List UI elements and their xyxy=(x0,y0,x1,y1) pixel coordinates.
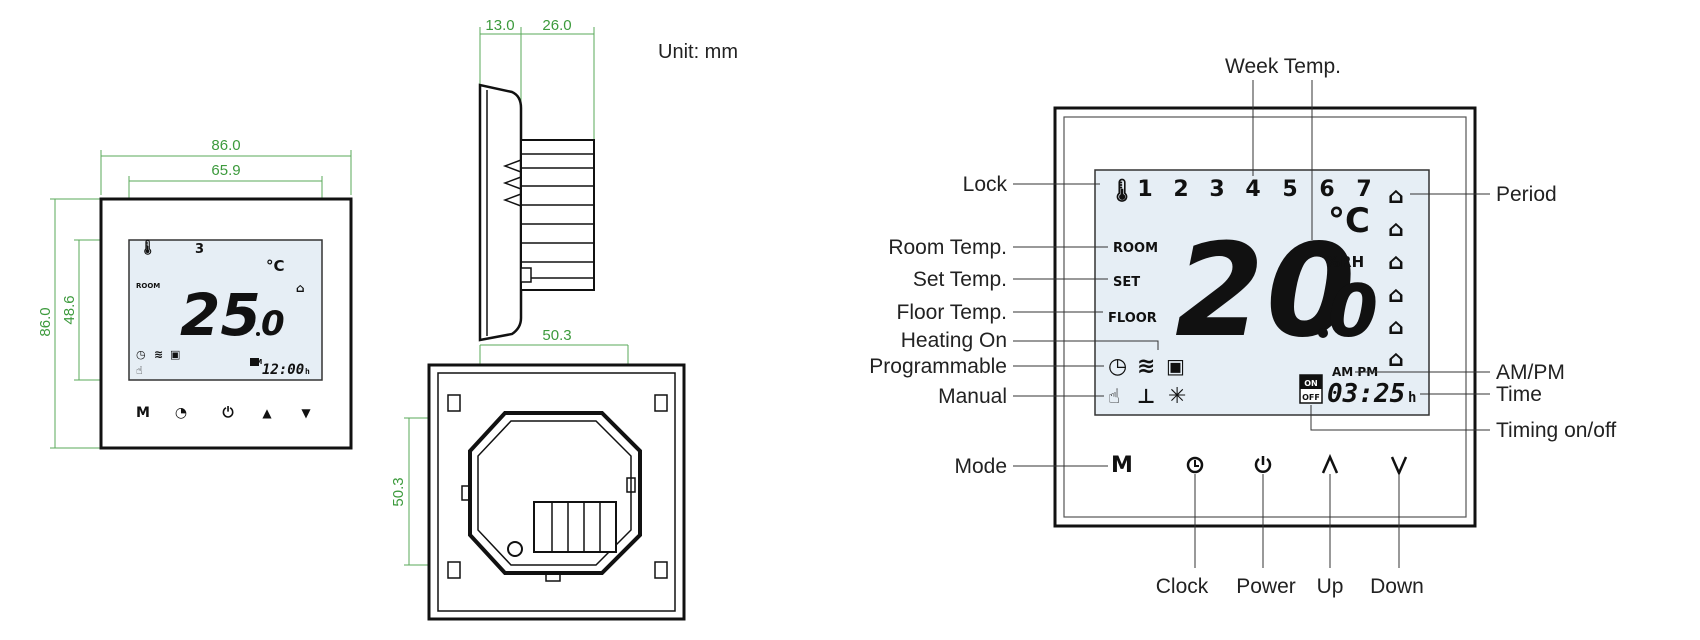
period-3-icon: ⌂ xyxy=(1388,250,1404,275)
mode-label: Mode xyxy=(954,455,1007,478)
day-1: 1 xyxy=(1137,177,1152,202)
front-power-button[interactable]: ⏻ xyxy=(222,405,233,421)
radiator-icon: ▣ xyxy=(170,348,180,361)
front-temp-dec: 0 xyxy=(261,304,285,344)
heating-icon: ≋ xyxy=(154,348,163,361)
side-view: 13.0 26.0 Unit: mm xyxy=(478,17,738,342)
day-7: 7 xyxy=(1356,177,1371,202)
lcd-temp: 20 xyxy=(1175,217,1357,366)
front-decimal-point xyxy=(256,332,260,336)
floor-temp-label: Floor Temp. xyxy=(897,301,1008,324)
day-5: 5 xyxy=(1282,177,1297,202)
snowflake-icon: ✳ xyxy=(1168,384,1186,409)
period-4-icon: ⌂ xyxy=(1388,283,1404,308)
back-height-dim: 50.3 xyxy=(390,477,407,506)
back-width-dim: 50.3 xyxy=(542,327,571,344)
front-down-button[interactable]: ▼ xyxy=(301,406,311,420)
terminal-block xyxy=(533,501,617,553)
front-width-dim: 86.0 xyxy=(211,137,240,154)
period-5-icon: ⌂ xyxy=(1388,315,1404,340)
manual-hand-icon: ☝ xyxy=(1108,384,1120,408)
lcd-time-suffix: h xyxy=(1408,390,1416,406)
heating-on-label: Heating On xyxy=(901,329,1007,352)
heater-icon: ▣ xyxy=(1166,354,1185,378)
hand-icon: ☝ xyxy=(136,364,143,377)
front-clock: 12:00 xyxy=(262,362,304,378)
lcd-time: 03:25 xyxy=(1327,379,1405,409)
down-button[interactable] xyxy=(1390,456,1408,477)
period-label: Period xyxy=(1496,183,1557,206)
lcd-deg-unit: °C xyxy=(1328,201,1370,241)
front-lcd xyxy=(128,239,323,381)
lock-icon: 🌡 xyxy=(139,239,157,256)
callout-lines xyxy=(1013,80,1490,568)
mode-button[interactable]: M xyxy=(1111,453,1133,478)
day-4: 4 xyxy=(1245,177,1260,202)
period-2-icon: ⌂ xyxy=(1388,217,1404,242)
am-pm-label: AM/PM xyxy=(1496,361,1565,384)
day-3: 3 xyxy=(1209,177,1224,202)
period-icons: ⌂ ⌂ ⌂ ⌂ ⌂ ⌂ xyxy=(1388,184,1404,372)
front-clock-suffix: h xyxy=(305,367,310,376)
time-label: Time xyxy=(1496,383,1542,406)
period-6-icon: ⌂ xyxy=(1388,347,1404,372)
side-depth2-dim: 26.0 xyxy=(542,17,571,34)
front-week-day: 3 xyxy=(195,242,204,257)
front-height-dim: 86.0 xyxy=(37,307,54,336)
lcd-room: ROOM xyxy=(1113,241,1158,256)
lcd-height-dim: 48.6 xyxy=(61,295,78,324)
timing-on: ON xyxy=(1304,379,1318,388)
programmable-label: Programmable xyxy=(869,355,1007,378)
lcd-width-dim: 65.9 xyxy=(211,162,240,179)
week-temp-label: Week Temp. xyxy=(1225,55,1341,78)
period-1-icon: ⌂ xyxy=(1388,184,1404,209)
heating-on-icon: ≋ xyxy=(1137,354,1155,379)
up-label: Up xyxy=(1317,575,1344,598)
front-mode-button[interactable]: M xyxy=(136,405,150,421)
set-temp-label: Set Temp. xyxy=(913,268,1007,291)
programmable-clock-icon: ◷ xyxy=(1108,354,1127,379)
detail-lock-icon: 🌡 xyxy=(1108,178,1136,204)
front-room-label: ROOM xyxy=(136,282,160,290)
detail-lcd xyxy=(1094,169,1430,416)
lcd-rh: %RH xyxy=(1325,253,1364,271)
clock-icon: ◷ xyxy=(136,348,146,361)
unit-note: Unit: mm xyxy=(658,41,738,63)
period-icon: ⌂ xyxy=(296,281,305,295)
side-body xyxy=(520,139,595,291)
detail-view: 🌡 1 2 3 4 5 6 7 ROOM SET FLOOR 20 0 °C %… xyxy=(869,55,1616,598)
fan-icon: ⊥ xyxy=(1137,384,1155,408)
room-temp-label: Room Temp. xyxy=(888,236,1007,259)
front-clock-button[interactable]: ◔ xyxy=(175,405,187,421)
lcd-set: SET xyxy=(1113,275,1140,290)
front-temp: 25 xyxy=(180,281,261,349)
back-view: 50.3 50.3 xyxy=(390,327,686,621)
front-view: 86.0 65.9 86.0 48.6 🌡 3 ROOM 25 0 °C ⌂ ◷… xyxy=(37,137,353,450)
front-up-button[interactable]: ▲ xyxy=(262,406,272,420)
side-faceplate xyxy=(478,83,523,342)
lcd-floor: FLOOR xyxy=(1108,311,1157,326)
up-button[interactable] xyxy=(1321,453,1339,474)
front-deg-unit: °C xyxy=(266,257,285,275)
front-timing-icon xyxy=(250,358,259,366)
clock-button[interactable] xyxy=(1186,456,1204,474)
lcd-decimal-point xyxy=(1318,328,1328,338)
lock-label: Lock xyxy=(963,173,1008,196)
side-depth1-dim: 13.0 xyxy=(485,17,514,34)
lcd-temp-dec: 0 xyxy=(1328,269,1378,353)
down-label: Down xyxy=(1370,575,1424,598)
day-2: 2 xyxy=(1173,177,1188,202)
timing-off: OFF xyxy=(1302,393,1320,402)
screw-hole xyxy=(507,541,523,557)
power-label: Power xyxy=(1236,575,1296,598)
timing-label: Timing on/off xyxy=(1496,419,1616,442)
manual-label: Manual xyxy=(938,385,1007,408)
power-button[interactable] xyxy=(1254,456,1272,473)
clock-label: Clock xyxy=(1156,575,1209,598)
day-6: 6 xyxy=(1319,177,1334,202)
